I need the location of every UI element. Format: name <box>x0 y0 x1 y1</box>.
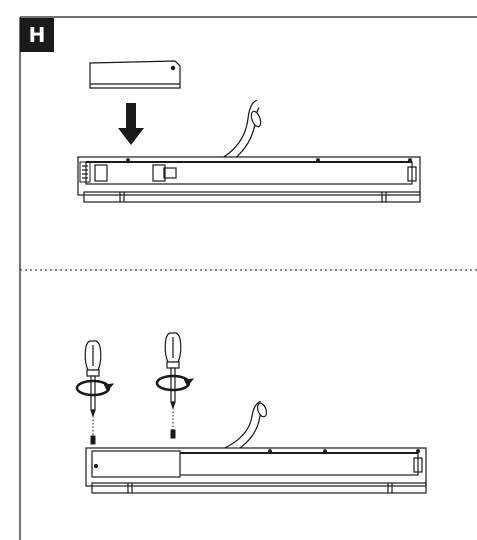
rotation-arrow-icon <box>155 374 195 392</box>
screw-icon <box>170 408 176 439</box>
rotation-arrow-icon <box>75 379 115 397</box>
step-badge: H <box>20 18 54 52</box>
led-fixture-bottom <box>85 447 427 494</box>
screwdriver-icon <box>84 340 102 418</box>
led-fixture-top <box>77 156 421 203</box>
down-arrow-icon <box>118 103 144 145</box>
screw-icon <box>90 416 96 445</box>
bottom-panel <box>75 332 427 494</box>
screwdriver-icon <box>164 332 182 410</box>
cover-plate <box>89 60 181 89</box>
top-panel <box>77 60 421 203</box>
step-label: H <box>28 23 46 47</box>
